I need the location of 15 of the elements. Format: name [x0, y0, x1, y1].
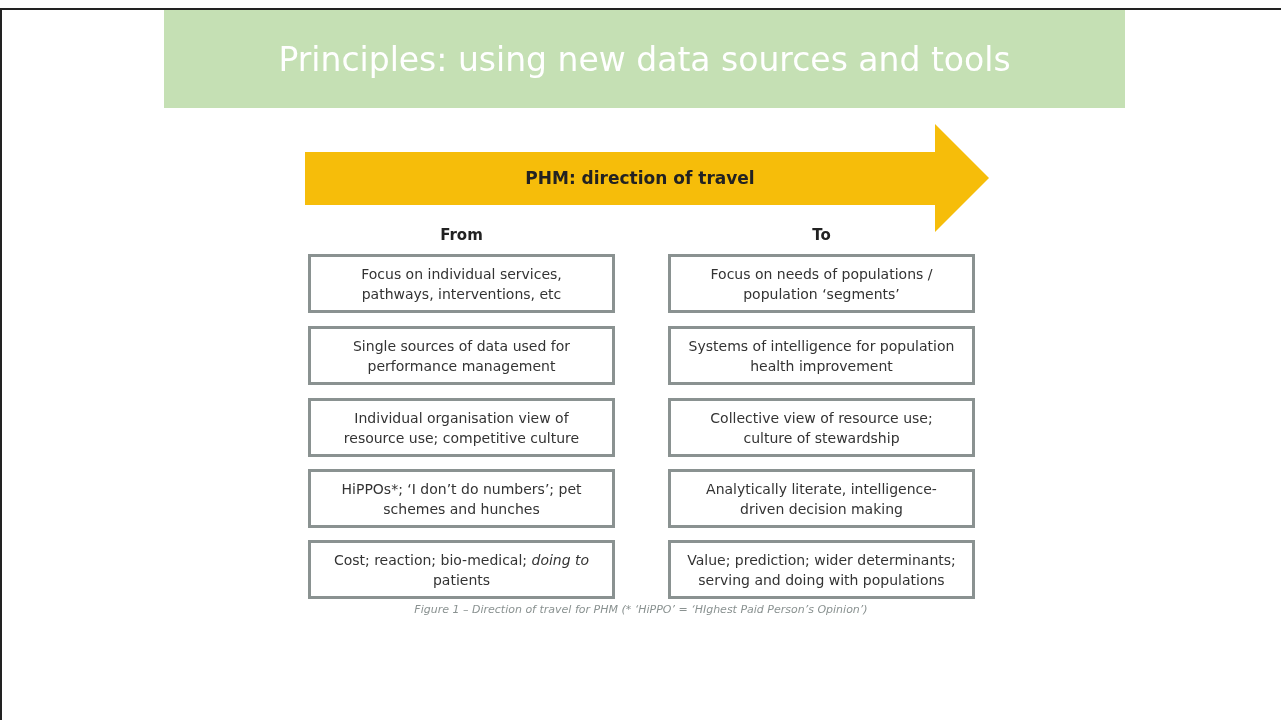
text-box: HiPPOs*; ‘I don’t do numbers’; pet schemes and hunches — [308, 469, 615, 528]
text-box: Single sources of data used for performance management — [308, 326, 615, 385]
column-heading: From — [439, 226, 484, 244]
text-box: Collective view of resource use; culture of stewardship — [668, 398, 975, 457]
banner-text: PHM: direction of travel — [524, 167, 756, 189]
figure-caption: Figure 1 – Direction of travel for PHM (* ‘HiPPO’ = ‘HIghest Paid Person’s Opinion’) — [413, 603, 869, 616]
text-box: Individual organisation view of resource use; competitive culture — [308, 398, 615, 457]
text-box: Value; prediction; wider determinants; serving and doing with populations — [668, 540, 975, 599]
text-box: Cost; reaction; bio-medical; doing to patients — [308, 540, 615, 599]
text-box: Focus on needs of populations / population ‘segments’ — [668, 254, 975, 313]
text-box: Focus on individual services, pathways, interventions, etc — [308, 254, 615, 313]
text-box: Analytically literate, intelligence-driven decision making — [668, 469, 975, 528]
column-heading: To — [811, 226, 832, 244]
slide-title: Principles: using new data sources and tools — [164, 10, 1125, 108]
text-box: Systems of intelligence for population health improvement — [668, 326, 975, 385]
